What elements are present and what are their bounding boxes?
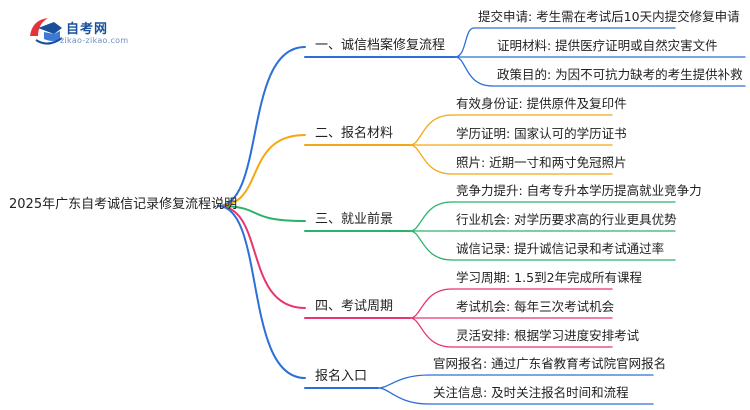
root-topic: 2025年广东自考诚信记录修复流程说明 <box>9 197 238 212</box>
branch-credit-repair: 一、诚信档案修复流程 <box>315 38 446 53</box>
leaf-flexible-schedule: 灵活安排: 根据学习进度安排考试 <box>456 328 640 343</box>
leaf-connector <box>454 27 475 58</box>
leaf-follow-info: 关注信息: 及时关注报名时间和流程 <box>433 385 629 400</box>
leaf-submit-application: 提交申请: 考生需在考试后10天内提交修复申请 <box>478 9 740 24</box>
leaf-study-period: 学习周期: 1.5到2年完成所有课程 <box>456 270 643 285</box>
leaf-connector <box>409 288 453 319</box>
branch-connector <box>217 134 306 207</box>
leaf-connector <box>454 56 494 87</box>
leaf-id-card: 有效身份证: 提供原件及复印件 <box>456 96 627 111</box>
leaf-education-certificate: 学历证明: 国家认可的学历证书 <box>456 126 627 141</box>
logo-title: 自考网 <box>66 22 109 37</box>
leaf-connector <box>409 144 453 175</box>
logo-url: zikao-zikao.com <box>60 36 129 45</box>
leaf-competitiveness: 竞争力提升: 自考专升本学历提高就业竞争力 <box>456 183 702 198</box>
branch-connector <box>217 205 306 309</box>
branch-exam-cycle: 四、考试周期 <box>315 299 394 314</box>
leaf-credit-record: 诚信记录: 提升诚信记录和考试通过率 <box>456 241 665 256</box>
branch-employment-prospects: 三、就业前景 <box>315 212 394 227</box>
leaf-photo: 照片: 近期一寸和两寸免冠照片 <box>456 155 627 170</box>
leaf-connector <box>377 387 430 405</box>
leaf-connector <box>409 114 453 146</box>
leaf-official-registration: 官网报名: 通过广东省教育考试院官网报名 <box>433 356 667 371</box>
leaf-exam-opportunity: 考试机会: 每年三次考试机会 <box>456 299 615 314</box>
leaf-industry-opportunity: 行业机会: 对学历要求高的行业更具优势 <box>456 212 677 227</box>
leaf-connector <box>409 317 453 348</box>
site-logo <box>26 14 146 54</box>
branch-connector <box>217 205 306 222</box>
leaf-connector <box>409 230 453 261</box>
leaf-proof-materials: 证明材料: 提供医疗证明或自然灾害文件 <box>497 38 718 53</box>
branch-connector <box>217 46 306 207</box>
branch-registration-materials: 二、报名材料 <box>315 126 394 141</box>
leaf-connector <box>409 201 453 232</box>
leaf-policy-purpose: 政策目的: 为因不可抗力缺考的考生提供补救 <box>497 67 743 82</box>
leaf-connector <box>377 374 430 389</box>
branch-registration-entry: 报名入口 <box>315 369 368 384</box>
branch-connector <box>217 205 306 379</box>
graduation-cap-icon <box>30 18 63 45</box>
